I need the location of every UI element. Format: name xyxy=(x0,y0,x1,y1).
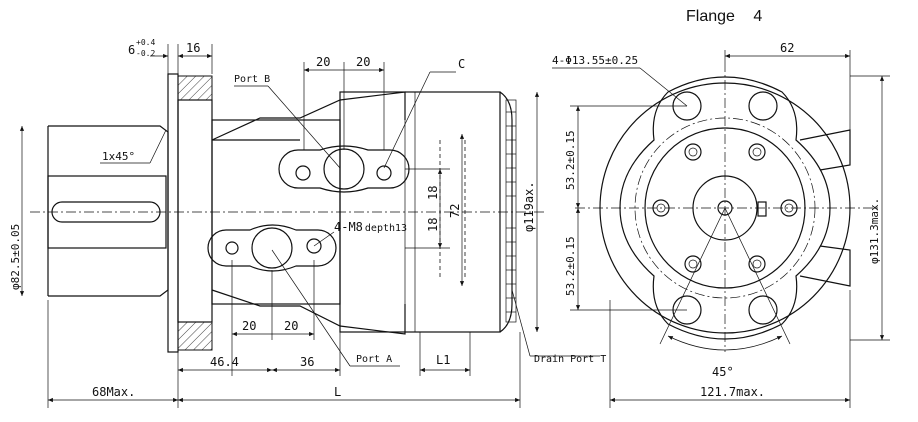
dim-flange-tol-lower: -0.2 xyxy=(136,49,155,58)
dim-16: 16 xyxy=(186,41,200,55)
dia-131: φ131.3max. xyxy=(868,198,881,264)
dim-top-20b: 20 xyxy=(356,55,370,69)
dim-18b: 18 xyxy=(426,218,440,232)
dim-46-4: 46.4 xyxy=(210,355,239,369)
flange-plate-front xyxy=(619,76,831,340)
dim-53-top: 53.2±0.15 xyxy=(564,130,577,190)
mount-hole-br xyxy=(748,295,778,325)
side-view: 20 20 20 20 18 18 72 φ119ax. 6 +0.4 -0.2… xyxy=(9,38,606,408)
bolt xyxy=(748,143,766,161)
holes-label: 4-Φ13.55±0.25 xyxy=(552,54,638,67)
mount-hole-tr xyxy=(748,91,778,121)
drain-port-label: Drain Port T xyxy=(534,354,606,365)
shaft-dia: φ82.5±0.05 xyxy=(9,224,22,290)
keyway xyxy=(51,201,161,223)
dim-top-20a: 20 xyxy=(316,55,330,69)
dim-62: 62 xyxy=(780,41,794,55)
port-a xyxy=(207,224,337,272)
dia-119: φ119ax. xyxy=(522,181,536,232)
dim-36: 36 xyxy=(300,355,314,369)
bolt xyxy=(684,143,702,161)
dim-72: 72 xyxy=(448,204,462,218)
dim-bot-20a: 20 xyxy=(242,319,256,333)
port-b xyxy=(278,145,410,193)
dim-l1: L1 xyxy=(436,353,450,367)
dim-flange-thickness: 6 xyxy=(128,43,135,57)
bolt xyxy=(780,199,798,217)
port-b-label: Port B xyxy=(234,74,270,85)
port-a-label: Port A xyxy=(356,354,392,365)
dim-121: 121.7max. xyxy=(700,385,765,399)
port-c-label: C xyxy=(458,57,465,71)
dim-l: L xyxy=(334,385,341,399)
dim-53-bot: 53.2±0.15 xyxy=(564,236,577,296)
dim-18a: 18 xyxy=(426,186,440,200)
dim-flange-tol-upper: +0.4 xyxy=(136,38,155,47)
outer-body xyxy=(599,82,851,334)
flange-plate xyxy=(167,73,179,353)
front-view: 4-Φ13.55±0.25 62 53.2±0.15 53.2±0.15 φ13… xyxy=(552,41,890,408)
dim-68: 68Max. xyxy=(92,385,135,399)
angle-label: 45° xyxy=(712,365,734,379)
end-cap-teeth xyxy=(505,99,517,323)
bolt xyxy=(748,255,766,273)
bolt xyxy=(652,199,670,217)
flange-label: Flange xyxy=(686,8,735,25)
dim-bot-20b: 20 xyxy=(284,319,298,333)
flange-number: 4 xyxy=(753,8,763,25)
chamfer-label: 1x45° xyxy=(102,150,135,163)
bolt xyxy=(684,255,702,273)
